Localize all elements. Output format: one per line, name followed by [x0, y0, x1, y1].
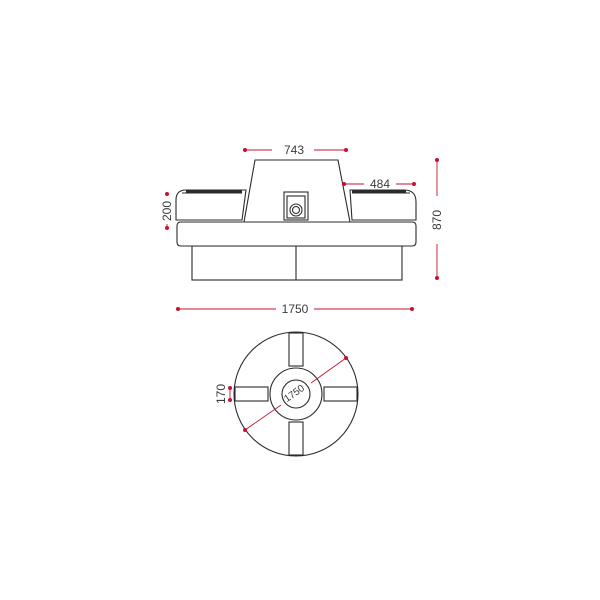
plan-backrest-top	[288, 332, 304, 367]
dim-label-total-height: 870	[430, 210, 444, 230]
dimension-top-width: 743	[243, 143, 348, 157]
left-backrest-shadow	[186, 190, 242, 193]
dimension-total-height: 870	[430, 158, 444, 280]
seat-cushion	[176, 221, 417, 247]
plan-view	[233, 331, 359, 457]
dim-label-top-width: 743	[284, 143, 304, 157]
right-side-backrest	[349, 189, 417, 221]
dimension-seat-depth: 170	[214, 384, 232, 404]
dim-label-seat-depth: 170	[214, 384, 228, 404]
dim-label-seat-height: 200	[160, 201, 174, 221]
right-backrest-shadow	[352, 190, 406, 193]
dim-label-total-width: 1750	[282, 302, 309, 316]
center-lamp-inner	[291, 205, 301, 215]
dimension-total-width: 1750	[176, 302, 414, 316]
base-plinth	[191, 245, 403, 281]
dimension-side-seat-width: 484	[342, 177, 416, 191]
plan-center-circle	[281, 379, 311, 409]
central-backrest	[243, 159, 351, 223]
plan-backrest-right	[323, 386, 358, 402]
left-side-backrest	[175, 189, 247, 221]
dim-label-side-seat-width: 484	[370, 177, 390, 191]
plan-backrest-left	[234, 386, 269, 402]
plan-backrest-bottom	[288, 421, 304, 456]
front-elevation-view	[175, 159, 417, 281]
dimension-seat-height: 200	[160, 192, 174, 230]
